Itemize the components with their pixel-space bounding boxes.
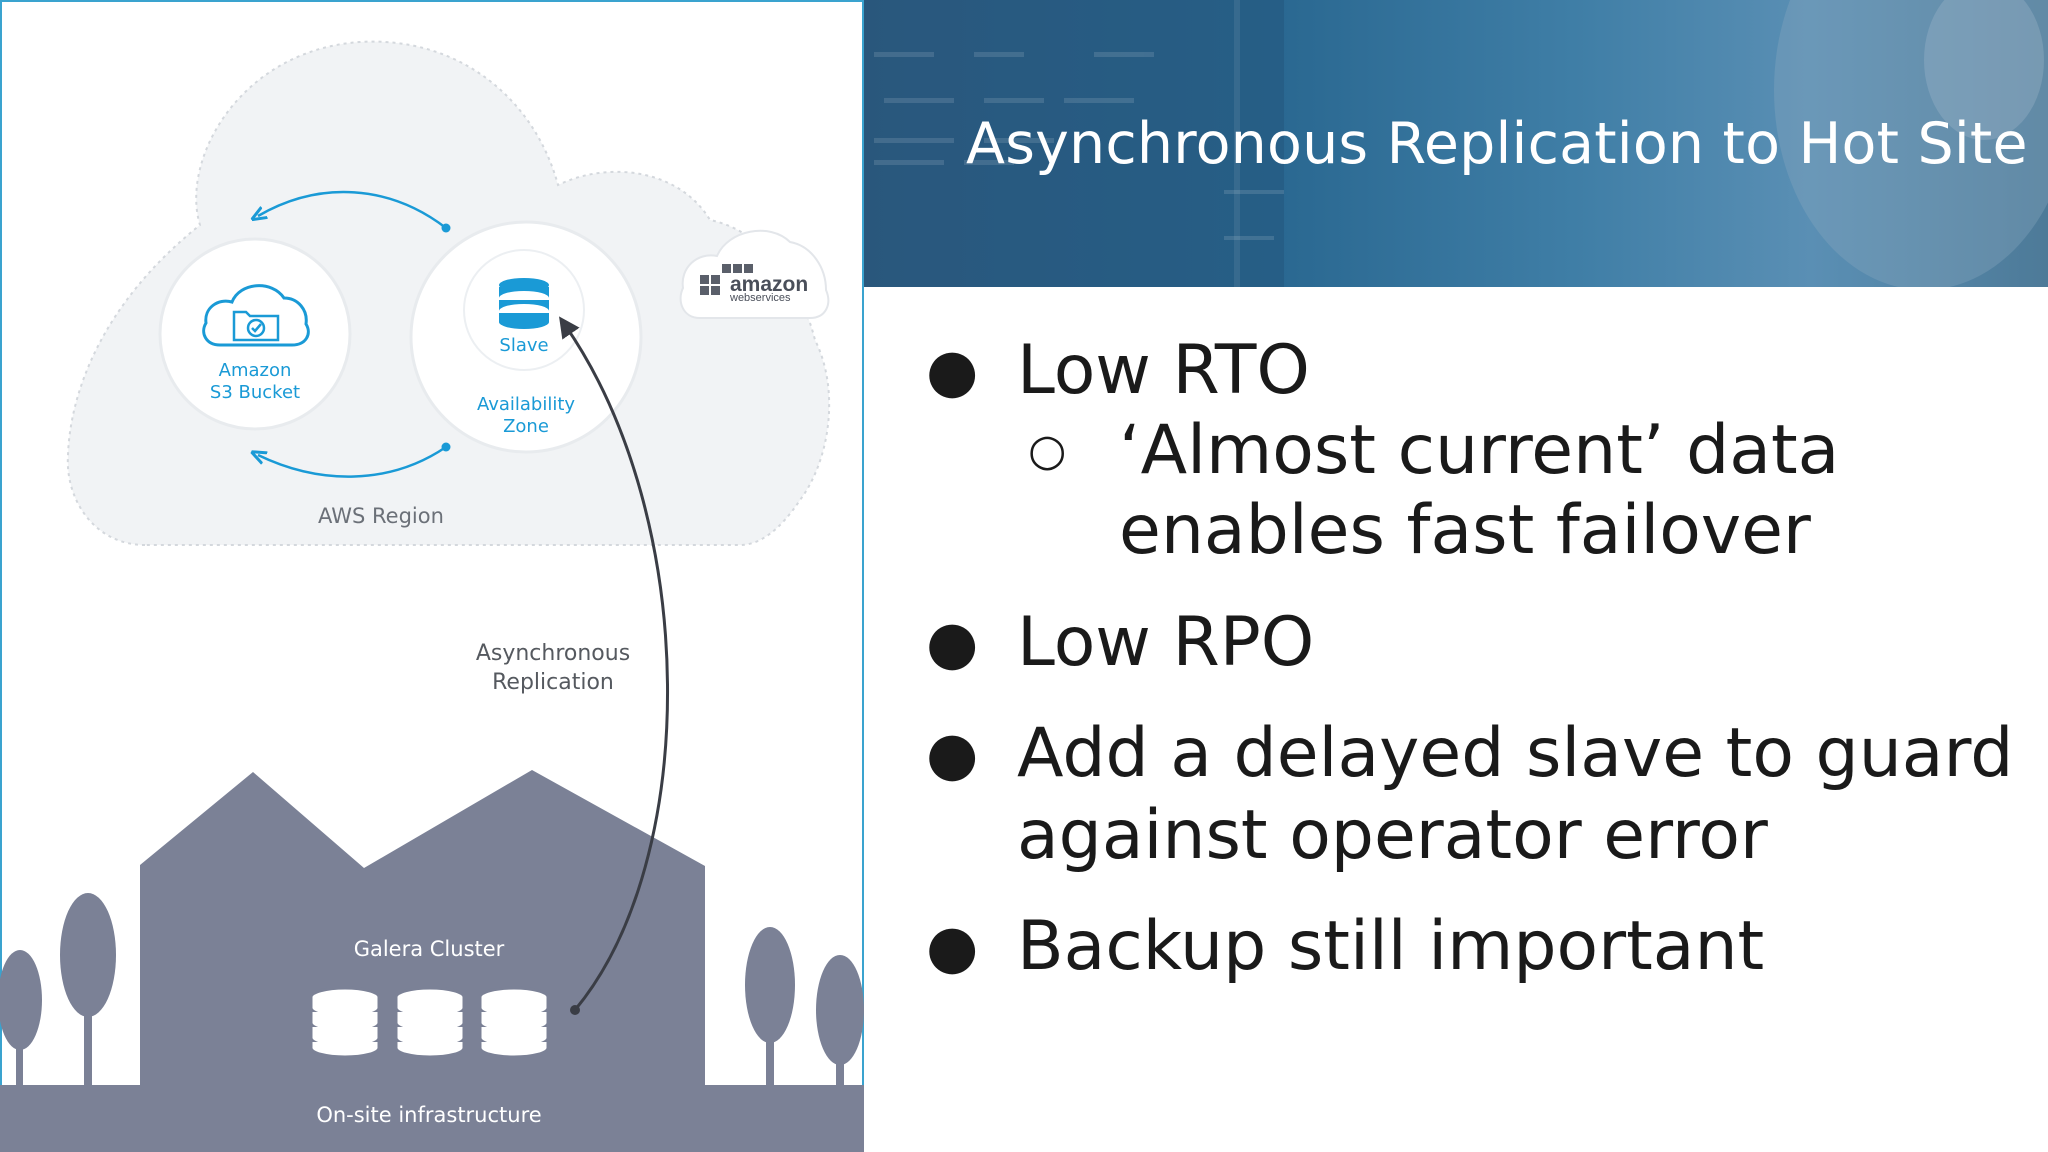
tree-icon-left	[0, 893, 116, 1085]
tree-icon-right	[745, 927, 864, 1085]
slave-label: Slave	[499, 335, 548, 356]
bottom-arrow-dot	[441, 442, 451, 452]
async-replication-label-line2: Replication	[492, 670, 614, 695]
async-arrow-dot	[570, 1005, 580, 1015]
bullet-low-rpo: Low RPO	[1017, 603, 1315, 682]
galera-cluster-label: Galera Cluster	[354, 937, 505, 961]
async-replication-label-line1: Asynchronous	[476, 641, 630, 666]
top-arrow-dot	[441, 223, 451, 233]
architecture-diagram: amazon webservices Amazon S3 Bucket Slav…	[0, 0, 864, 1152]
sub-bullet-almost-current-line2: enables fast failover	[1119, 491, 1811, 570]
bullet-delayed-slave-line2: against operator error	[1017, 796, 1768, 875]
aws-logo-word: amazon	[730, 273, 808, 296]
title-banner: Asynchronous Replication to Hot Site	[864, 0, 2048, 287]
s3-label-line1: Amazon	[219, 360, 292, 381]
aws-logo-icon	[700, 264, 753, 295]
aws-logo-sub: webservices	[729, 292, 791, 304]
bullet-marker: ●	[926, 912, 979, 982]
s3-cloud-folder-icon	[202, 284, 310, 347]
bullet-delayed-slave-line1: Add a delayed slave to guard	[1017, 714, 2014, 793]
az-label-line1: Availability	[477, 394, 575, 415]
slide-title: Asynchronous Replication to Hot Site	[966, 110, 2028, 177]
sub-bullet-marker: ○	[1028, 425, 1067, 476]
banner-background-photo	[864, 0, 2048, 287]
async-replication-arrow	[559, 316, 669, 1011]
bottom-transfer-arrow	[258, 445, 447, 478]
bullet-low-rto: Low RTO	[1017, 331, 1310, 410]
galera-database-icon	[309, 986, 550, 1059]
aws-region-label: AWS Region	[318, 504, 444, 528]
az-label-line2: Zone	[503, 416, 549, 437]
top-transfer-arrow	[258, 190, 447, 229]
onsite-infrastructure-label: On-site infrastructure	[316, 1103, 541, 1127]
bullet-backup-important: Backup still important	[1017, 907, 1765, 986]
s3-label-line2: S3 Bucket	[210, 382, 300, 403]
onsite-building	[0, 770, 864, 1152]
bullet-marker: ●	[926, 336, 979, 406]
database-icon	[499, 278, 549, 329]
sub-bullet-almost-current-line1: ‘Almost current’ data	[1119, 411, 1840, 490]
aws-logo-cloud	[679, 229, 830, 319]
bullet-list: ● Low RTO ○ ‘Almost current’ data enable…	[864, 287, 2048, 1152]
bullet-marker: ●	[926, 719, 979, 789]
bullet-marker: ●	[926, 608, 979, 678]
